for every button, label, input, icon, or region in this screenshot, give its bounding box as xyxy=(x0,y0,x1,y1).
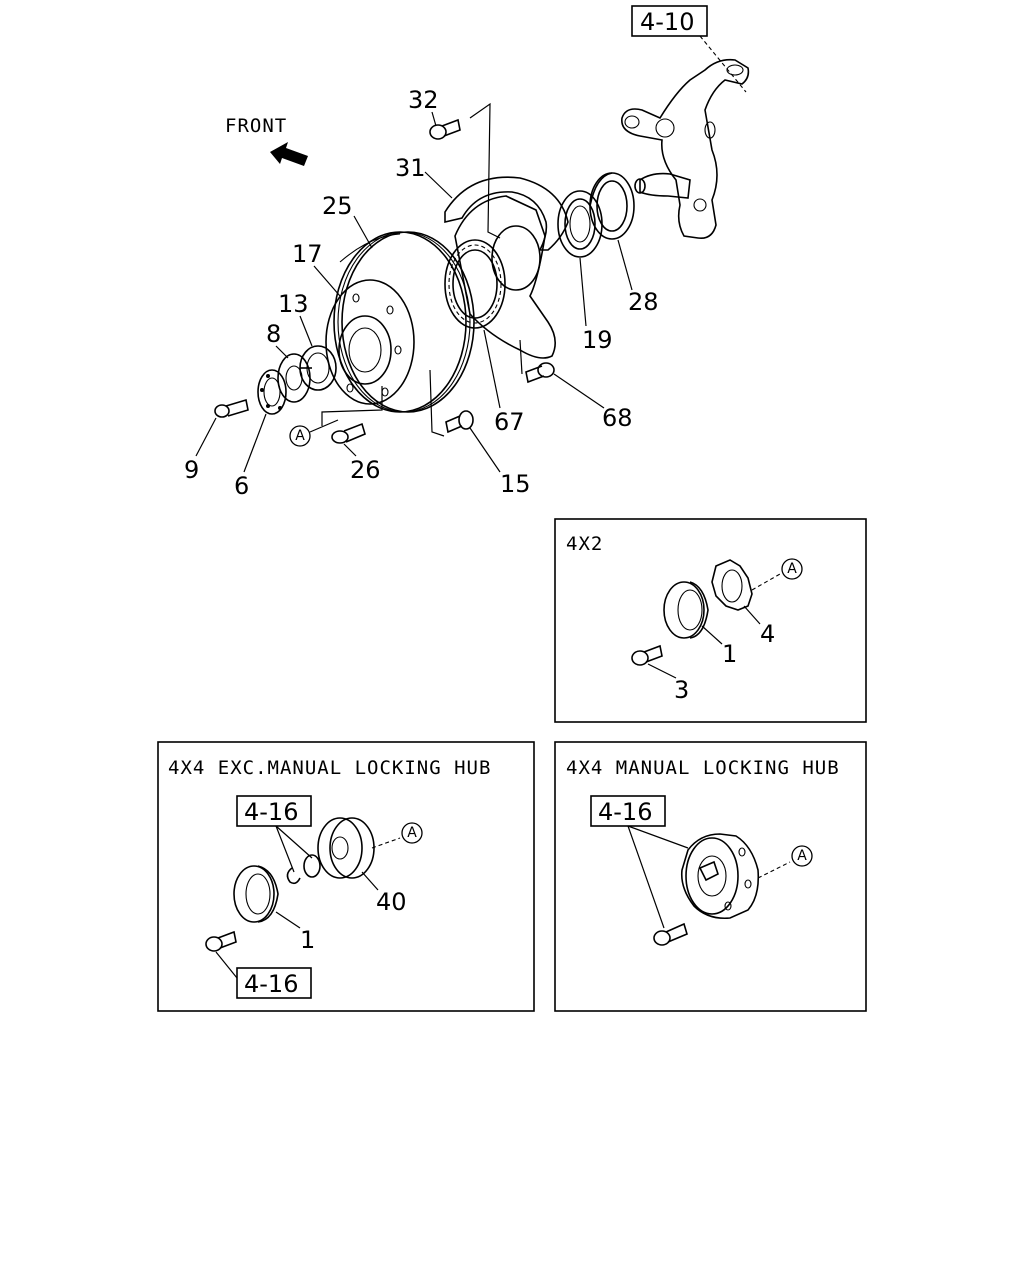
bolt-32 xyxy=(429,118,461,140)
callout-25: 25 xyxy=(322,192,353,220)
marker-a-exc xyxy=(401,822,423,844)
steering-knuckle xyxy=(621,58,750,240)
front-arrow-icon xyxy=(270,142,308,166)
bolt-26 xyxy=(331,422,366,444)
callout-31: 31 xyxy=(395,154,426,182)
callout-3-4x2: 3 xyxy=(674,676,689,704)
washer-6 xyxy=(257,369,287,415)
callout-17: 17 xyxy=(292,240,323,268)
callout-4-4x2: 4 xyxy=(760,620,775,648)
washer-exc xyxy=(303,854,321,878)
drive-flange-40 xyxy=(317,817,363,879)
ref-box-4-16-top xyxy=(236,795,312,827)
callout-6: 6 xyxy=(234,472,249,500)
svg-text:A: A xyxy=(295,428,305,444)
svg-text:4-16: 4-16 xyxy=(244,970,298,998)
outer-bearing-28 xyxy=(589,172,635,240)
panel-4x2: 4X2 A 4 1 3 xyxy=(554,518,867,723)
ref-box-4-16-bottom xyxy=(236,967,312,999)
ref-box-4-10 xyxy=(631,5,708,37)
callout-28: 28 xyxy=(628,288,659,316)
marker-a-main xyxy=(289,425,311,447)
oil-seal-13 xyxy=(299,345,337,391)
hub-17 xyxy=(325,279,415,405)
panel-4x4-exc-title: 4X4 EXC.MANUAL LOCKING HUB xyxy=(168,757,491,779)
svg-text:A: A xyxy=(797,848,807,864)
main-exploded-view: FRONT 4-10 xyxy=(184,5,750,500)
sensor-ring-67 xyxy=(444,239,506,329)
snap-ring xyxy=(286,867,301,885)
flange-1-exc xyxy=(233,865,275,923)
callout-67: 67 xyxy=(494,408,525,436)
panel-4x4-manual-title: 4X4 MANUAL LOCKING HUB xyxy=(566,757,840,779)
marker-a-manual xyxy=(791,845,813,867)
panel-4x4-exc-manual-locking-hub: 4X4 EXC.MANUAL LOCKING HUB 4-16 A 40 1 4… xyxy=(157,741,535,1012)
callout-68: 68 xyxy=(602,404,633,432)
callout-26: 26 xyxy=(350,456,381,484)
bolt-exc xyxy=(205,936,223,952)
callout-13: 13 xyxy=(278,290,309,318)
callout-32: 32 xyxy=(408,86,439,114)
manual-locking-hub xyxy=(680,833,760,920)
callout-1-4x2: 1 xyxy=(722,640,737,668)
front-label: FRONT xyxy=(225,115,287,137)
svg-text:A: A xyxy=(407,825,417,841)
hub-bolt-15 xyxy=(445,410,474,434)
svg-text:4-16: 4-16 xyxy=(598,798,652,826)
ref-4-10-label: 4-10 xyxy=(640,8,694,36)
flange-1-4x2 xyxy=(663,581,705,639)
callout-9: 9 xyxy=(184,456,199,484)
callout-40: 40 xyxy=(376,888,407,916)
panel-4x4-manual-locking-hub: 4X4 MANUAL LOCKING HUB 4-16 A xyxy=(554,741,867,1012)
panel-4x2-title: 4X2 xyxy=(566,533,603,555)
gasket-4 xyxy=(711,559,753,611)
svg-text:4-16: 4-16 xyxy=(244,798,298,826)
callout-8: 8 xyxy=(266,320,281,348)
bolt-68 xyxy=(525,362,555,384)
callout-15: 15 xyxy=(500,470,531,498)
svg-text:A: A xyxy=(787,561,797,577)
marker-a-4x2 xyxy=(781,558,803,580)
locking-plate-8 xyxy=(277,353,311,403)
bolt-9 xyxy=(214,398,249,418)
callout-1-exc: 1 xyxy=(300,926,315,954)
callout-19: 19 xyxy=(582,326,613,354)
dust-shield-31 xyxy=(444,176,569,359)
bolt-3 xyxy=(631,650,649,666)
brake-rotor-25 xyxy=(333,231,475,413)
bolt-manual xyxy=(653,930,671,946)
inner-bearing-19 xyxy=(557,190,603,258)
